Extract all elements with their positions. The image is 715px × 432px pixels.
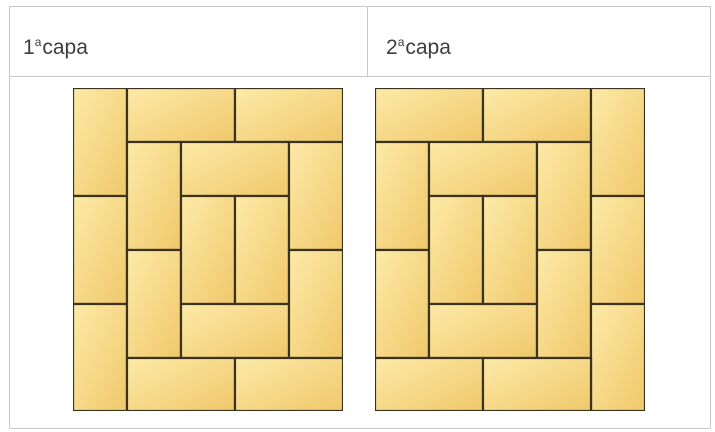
brick xyxy=(591,304,645,411)
brick xyxy=(235,358,343,411)
brick xyxy=(429,142,537,196)
layer-1-title: 1acapa xyxy=(23,30,88,60)
brick xyxy=(127,142,181,250)
brick xyxy=(127,358,235,411)
layer-2-brick-pattern xyxy=(375,88,645,411)
layer-1-brick-pattern xyxy=(73,88,343,411)
brick xyxy=(375,250,429,358)
brick xyxy=(127,88,235,142)
brick xyxy=(537,142,591,250)
brick xyxy=(73,88,127,196)
brick xyxy=(181,196,235,304)
brick xyxy=(181,304,289,358)
layer-2-number: 2 xyxy=(386,36,398,59)
brick xyxy=(483,88,591,142)
brick xyxy=(73,304,127,411)
brick xyxy=(289,250,343,358)
table-header-row: 1acapa 2acapa xyxy=(10,7,710,77)
layer-2-title: 2acapa xyxy=(386,30,451,60)
brick xyxy=(181,142,289,196)
brick xyxy=(591,88,645,196)
brick xyxy=(289,142,343,250)
brick xyxy=(537,250,591,358)
layer-2-word: capa xyxy=(405,36,451,59)
layer-2-ordinal: a xyxy=(398,35,405,49)
brick xyxy=(375,358,483,411)
layer-1-number: 1 xyxy=(23,36,35,59)
brick xyxy=(429,196,483,304)
brick xyxy=(483,358,591,411)
brick xyxy=(235,196,289,304)
brick xyxy=(375,142,429,250)
brick xyxy=(591,196,645,304)
brick xyxy=(375,88,483,142)
layer-1-ordinal: a xyxy=(35,35,42,49)
brick xyxy=(127,250,181,358)
layer-1-word: capa xyxy=(42,36,88,59)
brick xyxy=(73,196,127,304)
column-divider xyxy=(367,7,368,77)
brick xyxy=(235,88,343,142)
brick xyxy=(483,196,537,304)
brick xyxy=(429,304,537,358)
